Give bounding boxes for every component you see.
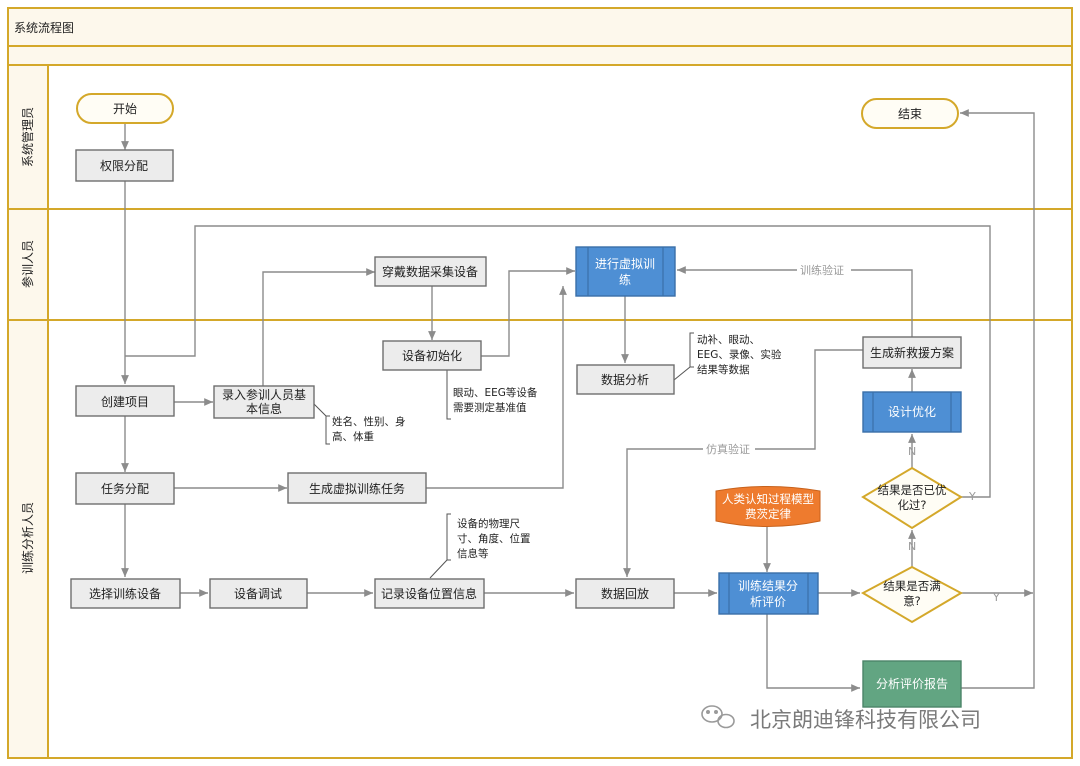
- node-replay[interactable]: 数据回放: [575, 578, 675, 609]
- node-analysis[interactable]: 数据分析: [576, 364, 675, 395]
- edge-report-end: [960, 109, 1035, 689]
- node-cogmodel-label-1: 人类认知过程模型: [722, 492, 814, 506]
- pool: 系统流程图 系统管理员 参训人员 训练分析人员: [7, 7, 1073, 759]
- node-evaluate-label-2: 析评价: [750, 595, 786, 609]
- lane-header-column: [7, 64, 49, 759]
- note-init-1: 眼动、EEG等设备: [453, 386, 538, 399]
- node-report[interactable]: 分析评价报告: [862, 660, 962, 708]
- node-analysis-label: 数据分析: [601, 372, 649, 387]
- node-task-label: 任务分配: [101, 481, 149, 496]
- node-satisfied-label-2: 意?: [903, 594, 921, 608]
- note-enter-2: 高、体重: [332, 430, 374, 443]
- node-gentask[interactable]: 生成虚拟训练任务: [287, 472, 427, 504]
- node-perm[interactable]: 权限分配: [75, 149, 174, 182]
- node-enter-label-2: 本信息: [246, 401, 282, 416]
- node-evaluate-label-1: 训练结果分: [738, 578, 798, 593]
- note-analysis-2: EEG、录像、实验: [697, 348, 782, 361]
- node-optimized[interactable]: 结果是否已优 化过?: [861, 466, 963, 530]
- node-start-label: 开始: [113, 102, 137, 116]
- node-init[interactable]: 设备初始化: [382, 340, 482, 371]
- edge-label-n-lower: N: [908, 540, 916, 553]
- node-report-label: 分析评价报告: [876, 676, 948, 691]
- edge-enter-wear: [262, 268, 375, 386]
- edges: [121, 109, 1035, 692]
- edge-label-train-verify: 训练验证: [800, 263, 844, 277]
- node-newplan-label: 生成新救援方案: [870, 345, 954, 360]
- node-replay-label: 数据回放: [601, 586, 649, 601]
- node-wear[interactable]: 穿戴数据采集设备: [374, 256, 487, 287]
- node-end[interactable]: 结束: [861, 98, 959, 129]
- node-task[interactable]: 任务分配: [75, 472, 175, 505]
- node-newplan[interactable]: 生成新救援方案: [862, 336, 962, 369]
- node-cogmodel[interactable]: 人类认知过程模型 费茨定律: [715, 486, 821, 527]
- edge-gentask-vtrain: [426, 286, 567, 489]
- edge-label-sim-verify: 仿真验证: [706, 442, 750, 456]
- nodes: 开始 结束 权限分配 穿戴数据采集设备 进行虚拟训 练 设备初始化 创建项目: [70, 93, 964, 708]
- edge-optimized-create: [125, 225, 991, 498]
- node-optimized-label-1: 结果是否已优: [878, 483, 947, 497]
- node-create-label: 创建项目: [101, 395, 149, 409]
- note-enter-1: 姓名、性别、身: [332, 415, 406, 428]
- lane-label-trainee: 参训人员: [20, 240, 35, 288]
- note-init-2: 需要测定基准值: [453, 401, 527, 414]
- notes: 眼动、EEG等设备 需要测定基准值 姓名、性别、身 高、体重 动补、眼动、 EE…: [332, 333, 782, 560]
- node-select-label: 选择训练设备: [89, 586, 161, 601]
- watermark: 北京朗迪锋科技有限公司: [701, 705, 981, 732]
- note-analysis-3: 结果等数据: [697, 363, 750, 376]
- note-record-3: 信息等: [457, 547, 489, 560]
- edge-label-group: 训练验证 仿真验证 N N Y Y: [703, 262, 1000, 604]
- node-debug-label: 设备调试: [234, 586, 282, 601]
- edge-init-vtrain: [481, 267, 575, 357]
- edge-newplan-vtrain: [677, 266, 913, 337]
- edge-newplan-replay: [623, 349, 863, 577]
- note-analysis-1: 动补、眼动、: [697, 333, 760, 346]
- watermark-text: 北京朗迪锋科技有限公司: [750, 708, 981, 732]
- node-init-label: 设备初始化: [402, 349, 462, 363]
- node-design[interactable]: 设计优化: [862, 391, 962, 433]
- node-vtrain-label-2: 练: [619, 272, 631, 287]
- spacer-bar: [7, 45, 1073, 66]
- node-vtrain[interactable]: 进行虚拟训 练: [575, 246, 676, 297]
- node-vtrain-label-1: 进行虚拟训: [595, 257, 655, 271]
- node-perm-label: 权限分配: [100, 159, 148, 173]
- node-record-label: 记录设备位置信息: [381, 586, 477, 601]
- node-end-label: 结束: [898, 107, 922, 121]
- node-satisfied-label-1: 结果是否满: [883, 579, 941, 593]
- note-record-2: 寸、角度、位置: [457, 532, 531, 545]
- edge-label-y-satisfied: Y: [992, 591, 1000, 604]
- node-debug[interactable]: 设备调试: [209, 578, 308, 609]
- node-create[interactable]: 创建项目: [75, 385, 175, 417]
- node-record[interactable]: 记录设备位置信息: [374, 578, 485, 609]
- node-wear-label: 穿戴数据采集设备: [382, 264, 478, 279]
- node-enter[interactable]: 录入参训人员基 本信息: [213, 385, 315, 419]
- edge-evaluate-report: [766, 614, 860, 692]
- wechat-icon: [701, 705, 735, 729]
- title-bar: [7, 7, 1073, 47]
- lane-label-admin: 系统管理员: [20, 107, 35, 167]
- note-record-1: 设备的物理尺: [457, 517, 520, 530]
- node-enter-label-1: 录入参训人员基: [222, 387, 306, 402]
- edge-label-y-optimized: Y: [968, 490, 976, 503]
- node-select[interactable]: 选择训练设备: [70, 578, 181, 609]
- node-gentask-label: 生成虚拟训练任务: [309, 481, 405, 496]
- lane-label-analyst: 训练分析人员: [20, 502, 35, 574]
- node-cogmodel-label-2: 费茨定律: [745, 507, 791, 521]
- diagram-title: 系统流程图: [14, 20, 74, 35]
- node-start[interactable]: 开始: [76, 93, 174, 124]
- node-optimized-label-2: 化过?: [897, 498, 926, 512]
- node-evaluate[interactable]: 训练结果分 析评价: [718, 572, 819, 615]
- node-satisfied[interactable]: 结果是否满 意?: [860, 565, 964, 624]
- node-design-label: 设计优化: [888, 405, 936, 419]
- edge-label-n-upper: N: [908, 445, 916, 458]
